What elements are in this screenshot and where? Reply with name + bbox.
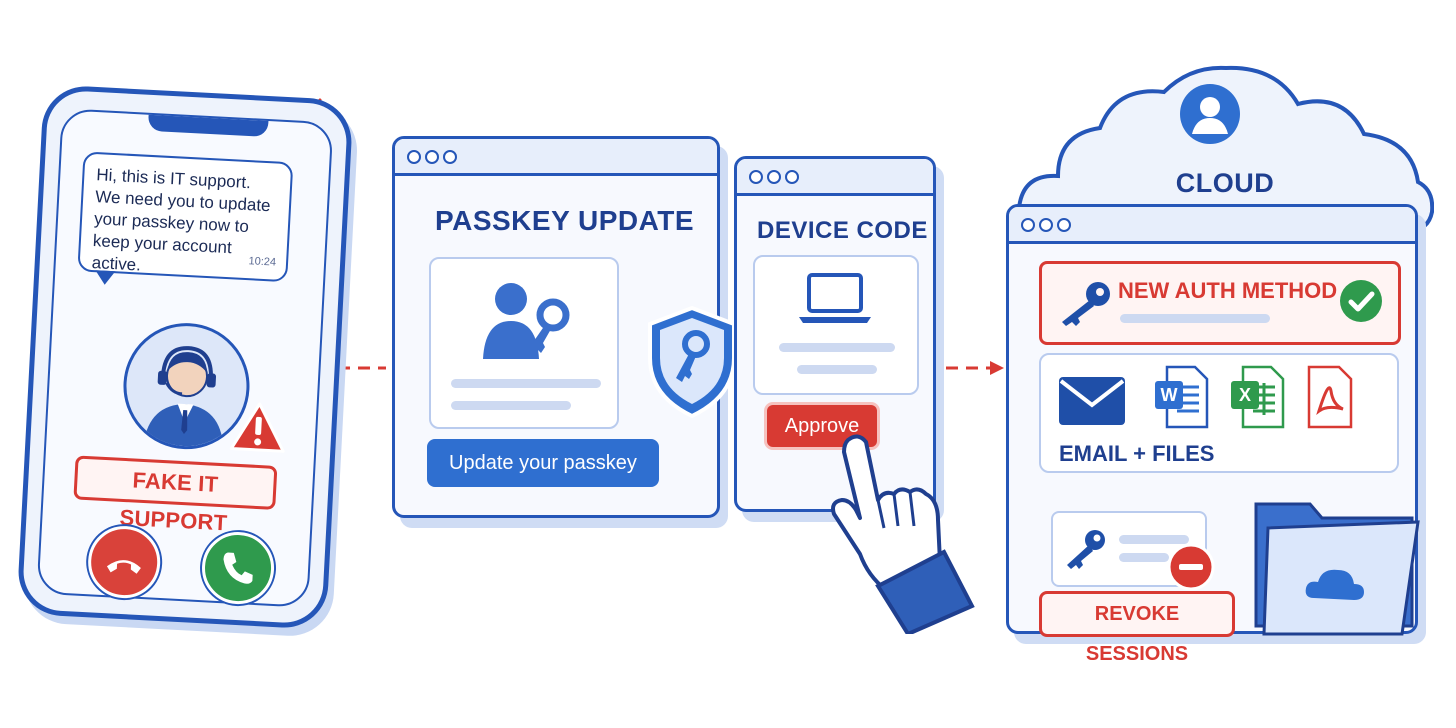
user-key-icon — [483, 283, 570, 359]
accept-call-icon — [223, 552, 253, 584]
check-icon — [1340, 280, 1382, 322]
window-dot — [407, 150, 421, 164]
phone-screen: Hi, this is IT support. We need you to u… — [36, 108, 334, 608]
decline-call-icon — [106, 560, 141, 574]
chat-bubble: Hi, this is IT support. We need you to u… — [77, 151, 294, 286]
key-icon — [1062, 282, 1110, 326]
chat-time: 10:24 — [248, 255, 277, 269]
passkey-update-title: PASSKEY UPDATE — [435, 205, 695, 236]
placeholder-line — [1120, 314, 1270, 323]
accept-call-button[interactable] — [200, 530, 276, 606]
placeholder-line — [1119, 553, 1169, 562]
decline-call-button[interactable] — [86, 524, 163, 600]
cloud-access-window: NEW AUTH METHOD W X EMAIL + FILES — [1006, 204, 1418, 665]
word-file-icon: W — [1155, 365, 1209, 429]
warning-icon — [228, 399, 289, 459]
pdf-file-icon — [1307, 365, 1353, 429]
key-icon — [1067, 530, 1105, 569]
update-passkey-button[interactable]: Update your passkey — [427, 439, 659, 487]
cloud-folder-icon — [1254, 502, 1420, 636]
shield-key-icon — [648, 305, 736, 419]
cloud-shape — [1016, 65, 1434, 233]
window-dot — [785, 170, 799, 184]
svg-text:W: W — [1161, 385, 1178, 405]
device-code-title: DEVICE CODE — [757, 217, 928, 244]
user-icon — [1180, 84, 1240, 144]
placeholder-line — [1119, 535, 1189, 544]
excel-file-icon: X — [1231, 365, 1285, 429]
placeholder-line — [797, 365, 877, 374]
email-files-label: EMAIL + FILES — [1059, 441, 1215, 466]
pointer-hand-icon — [831, 434, 975, 634]
phone-notch — [147, 114, 269, 138]
email-files-card: W X EMAIL + FILES — [1039, 353, 1399, 473]
device-card — [753, 255, 919, 395]
window-dot — [1057, 218, 1071, 232]
window-dot — [1021, 218, 1035, 232]
fake-it-support-label: FAKE IT SUPPORT — [73, 455, 278, 535]
svg-text:X: X — [1239, 385, 1251, 405]
chat-message: Hi, this is IT support. We need you to u… — [91, 165, 272, 275]
placeholder-line — [451, 401, 571, 410]
placeholder-line — [779, 343, 895, 352]
window-dot — [425, 150, 439, 164]
window-dot — [767, 170, 781, 184]
passkey-card — [429, 257, 619, 429]
device-code-window: DEVICE CODE Approve — [734, 156, 936, 512]
minus-icon — [1167, 543, 1215, 591]
email-icon — [1059, 377, 1125, 425]
laptop-icon — [799, 273, 871, 323]
new-auth-method-card: NEW AUTH METHOD — [1039, 261, 1401, 345]
smartphone: Hi, this is IT support. We need you to u… — [16, 84, 354, 630]
approve-button[interactable]: Approve — [767, 405, 877, 447]
revoke-sessions-label: REVOKE SESSIONS — [1039, 591, 1235, 665]
window-dot — [443, 150, 457, 164]
chat-bubble-tail — [94, 270, 116, 286]
placeholder-line — [451, 379, 601, 388]
window-dot — [1039, 218, 1053, 232]
window-titlebar — [737, 159, 933, 196]
window-titlebar — [1009, 207, 1415, 244]
new-auth-method-label: NEW AUTH METHOD — [1118, 278, 1338, 303]
window-dot — [749, 170, 763, 184]
window-titlebar — [395, 139, 717, 176]
headset-agent-icon — [120, 319, 253, 453]
